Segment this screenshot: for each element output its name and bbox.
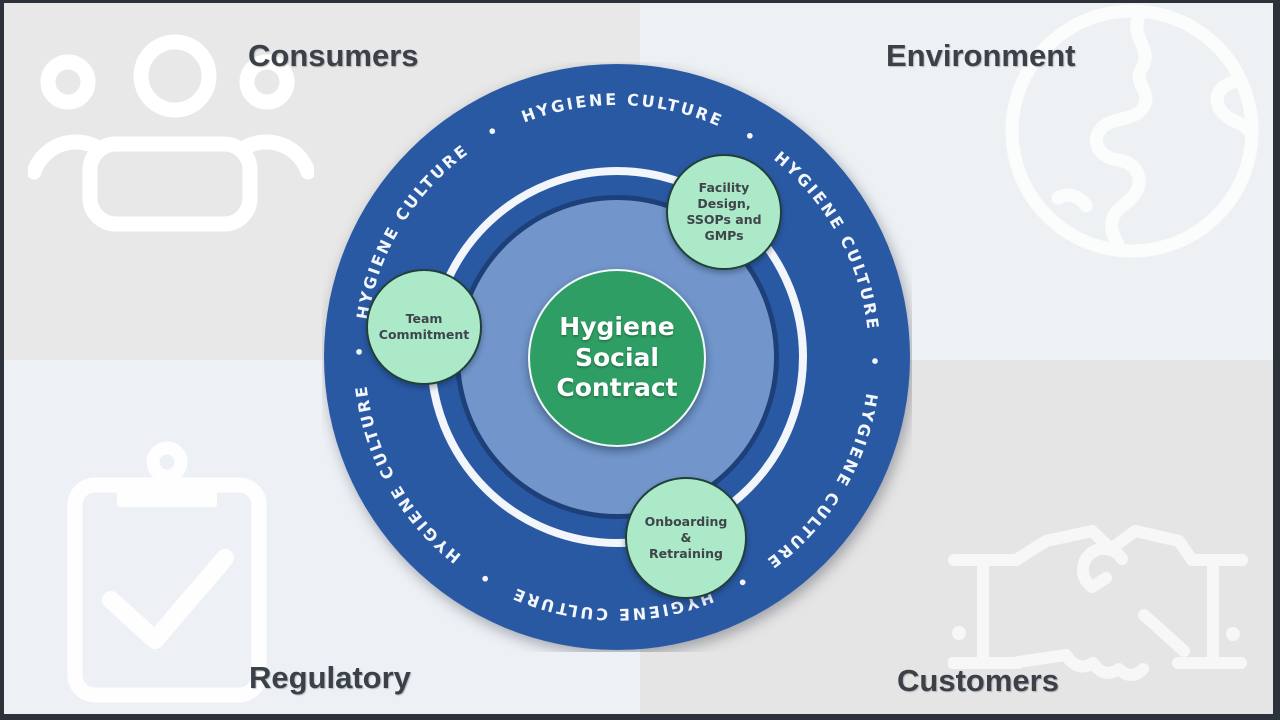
- node-facility-design-label: Facility Design, SSOPs and GMPs: [686, 179, 762, 244]
- center-title: Hygiene Social Contract: [556, 312, 678, 403]
- quadrant-label-regulatory: Regulatory: [249, 660, 411, 695]
- handshake-icon: [948, 515, 1248, 705]
- center-circle: Hygiene Social Contract: [528, 269, 706, 447]
- people-icon: [28, 26, 314, 232]
- quadrant-label-consumers: Consumers: [248, 38, 419, 73]
- globe-icon: [1002, 2, 1262, 260]
- quadrant-label-customers: Customers: [897, 663, 1059, 698]
- node-facility-design: Facility Design, SSOPs and GMPs: [666, 154, 782, 270]
- node-team-commitment-label: Team Commitment: [378, 310, 470, 342]
- quadrant-label-environment: Environment: [886, 38, 1076, 73]
- node-onboarding-retraining-label: Onboarding & Retraining: [644, 513, 728, 562]
- node-onboarding-retraining: Onboarding & Retraining: [625, 477, 747, 599]
- clipboard-check-icon: [63, 438, 268, 704]
- node-team-commitment: Team Commitment: [366, 269, 482, 385]
